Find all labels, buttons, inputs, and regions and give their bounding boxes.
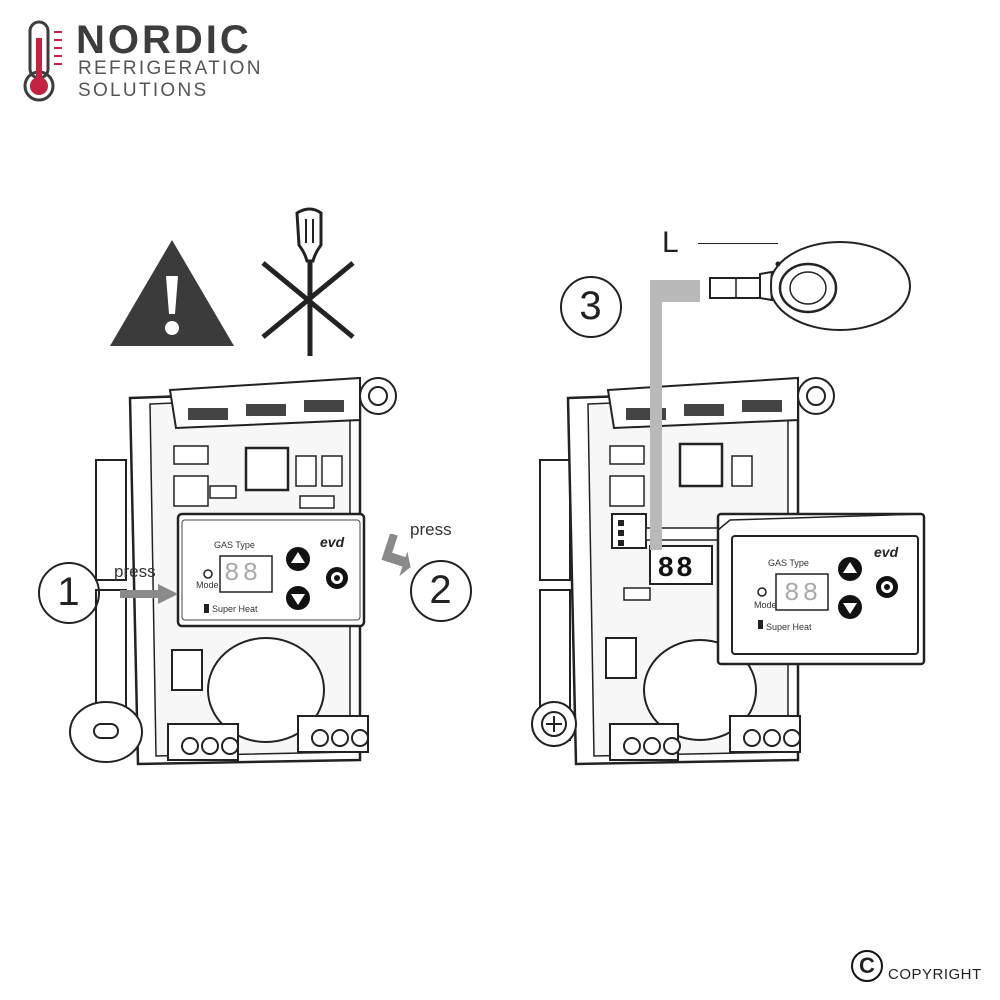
brand-line-2: SOLUTIONS bbox=[78, 80, 209, 101]
panel-gas-type-label: GAS Type bbox=[214, 540, 255, 550]
brand-name: NORDIC bbox=[76, 18, 252, 62]
copyright-label: COPYRIGHT bbox=[888, 966, 982, 983]
press-arrow-1 bbox=[120, 584, 178, 604]
removed-panel-logo: evd bbox=[874, 544, 899, 560]
panel-super-heat-label: Super Heat bbox=[212, 604, 258, 614]
step-3-badge: 3 bbox=[560, 276, 622, 338]
controller-device-right: 88 bbox=[531, 376, 926, 766]
removed-panel-super-heat-label: Super Heat bbox=[766, 622, 812, 632]
controller-device-left bbox=[69, 376, 397, 766]
panel-logo: evd bbox=[320, 534, 345, 550]
crossed-screwdriver-icon bbox=[261, 207, 355, 356]
step-1-number: 1 bbox=[57, 570, 80, 614]
removed-panel-mode-label: Mode bbox=[754, 600, 777, 610]
press-label-1: press bbox=[114, 562, 156, 581]
svg-text:88: 88 bbox=[658, 551, 695, 582]
press-arrow-2 bbox=[381, 534, 411, 576]
step-3-number: 3 bbox=[579, 284, 602, 328]
step-2-badge: 2 bbox=[410, 560, 472, 622]
brand-logo: NORDIC REFRIGERATION SOLUTIONS bbox=[0, 0, 300, 110]
step-2-number: 2 bbox=[429, 568, 452, 612]
press-label-2: press bbox=[410, 520, 452, 539]
removed-panel-display: 88 bbox=[784, 578, 822, 608]
tool-path bbox=[650, 280, 700, 550]
copyright-symbol: C bbox=[851, 950, 883, 982]
label-l: L bbox=[662, 226, 679, 259]
screwdriver-icon bbox=[709, 241, 911, 331]
panel-display: 88 bbox=[224, 558, 262, 588]
label-l-leader bbox=[698, 243, 778, 244]
step-1-badge: 1 bbox=[38, 562, 100, 624]
brand-line-1: REFRIGERATION bbox=[78, 58, 263, 79]
removed-panel-gas-type-label: GAS Type bbox=[768, 558, 809, 568]
warning-icon bbox=[110, 240, 234, 346]
panel-mode-label: Mode bbox=[196, 580, 219, 590]
thermometer-icon bbox=[23, 20, 62, 102]
